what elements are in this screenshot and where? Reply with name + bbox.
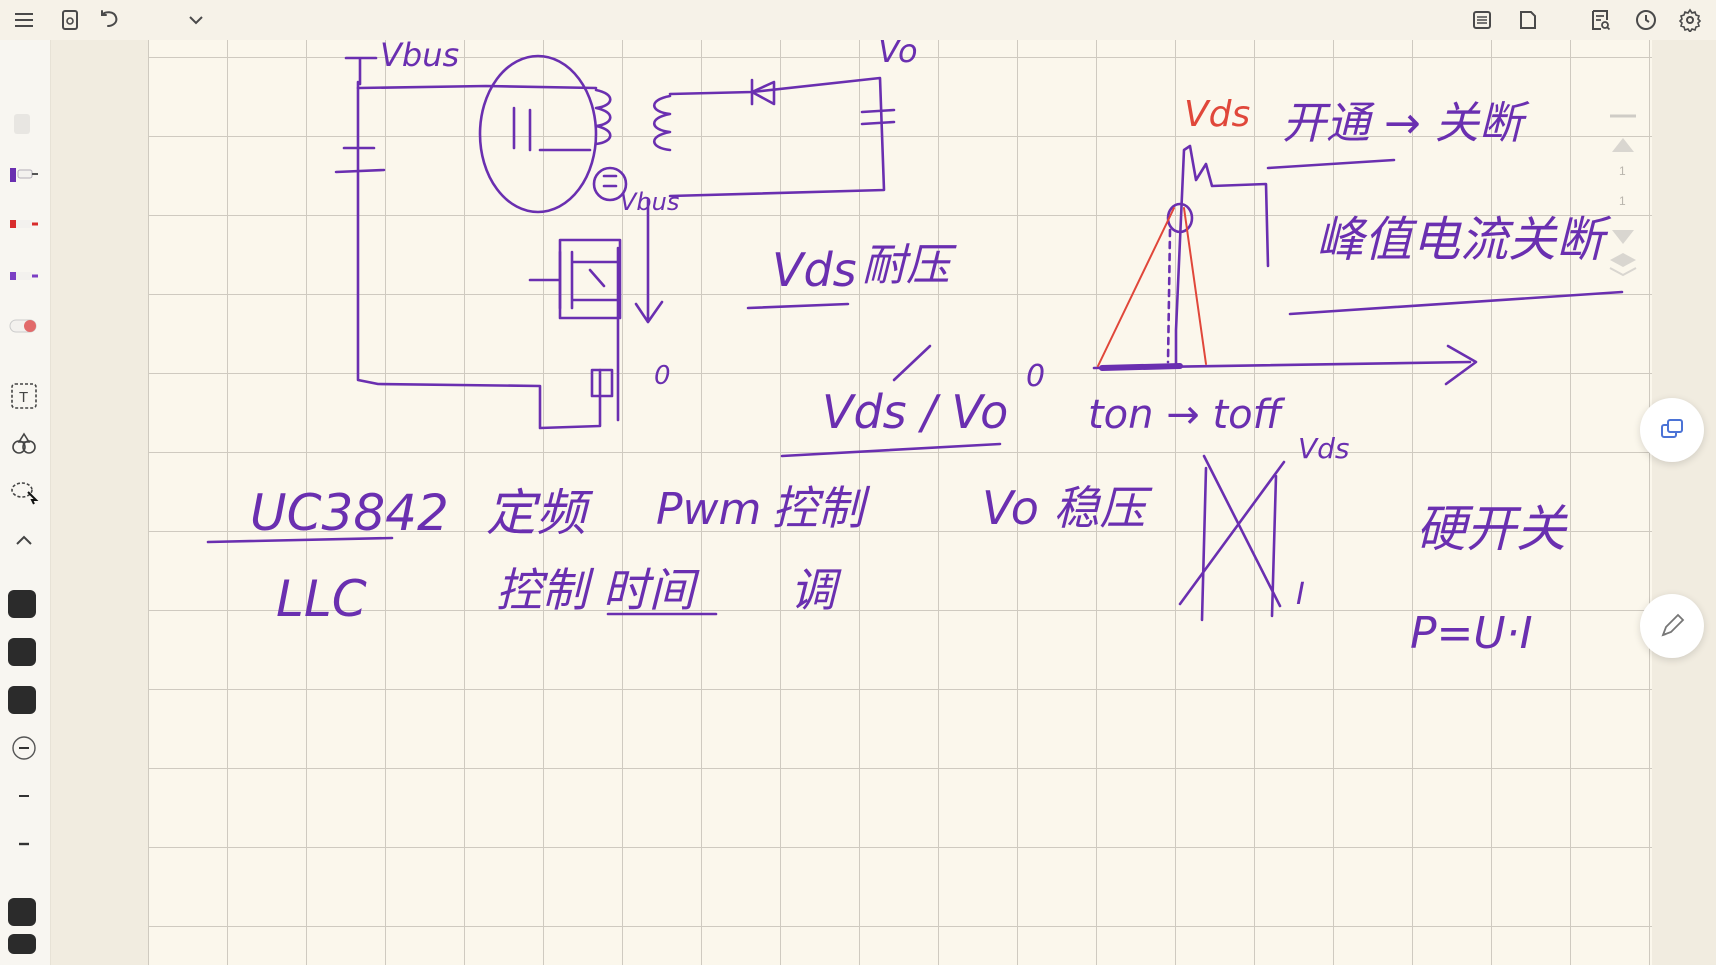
ton-bar (1099, 363, 1183, 371)
shapes-tool-icon[interactable] (6, 428, 42, 460)
page-current-number: 1 (1619, 164, 1626, 178)
waveform-vds-trace (1174, 144, 1270, 366)
transformer-secondary-coil (652, 94, 672, 152)
blank-page-icon[interactable] (1512, 4, 1544, 36)
color-swatch-3[interactable] (8, 686, 36, 714)
highlighter-tool-icon[interactable] (6, 108, 42, 140)
waveform-vds-label: Vds (1184, 94, 1250, 135)
vds-underline (746, 302, 850, 310)
page-scroll-indicator[interactable]: 1 1 (1604, 102, 1642, 292)
vds-arrow (634, 198, 664, 324)
fixed-freq-text: 定频 (486, 484, 594, 542)
peak-shutdown-underline (1288, 290, 1624, 316)
pencil-icon (1661, 613, 1685, 637)
color-swatch-2[interactable] (8, 638, 36, 666)
multi-window-button[interactable] (1640, 398, 1704, 462)
list-outline-icon[interactable] (1466, 4, 1498, 36)
mosfet-body (558, 238, 622, 320)
transformer-primary-coil (594, 88, 612, 146)
turn-on-off-text: 开通 → 关断 (1282, 98, 1530, 149)
output-diode (750, 78, 776, 106)
hamburger-menu-icon[interactable] (8, 4, 40, 36)
left-tool-rail: T (0, 40, 51, 965)
stroke-thin-icon[interactable] (6, 780, 42, 812)
text-tool-icon[interactable]: T (6, 380, 42, 412)
vo-regulation-text: Vo 稳压 (982, 481, 1154, 535)
top-toolbar (0, 0, 1716, 40)
adjust-text: 调 (790, 563, 842, 617)
current-i-label: I (1296, 577, 1305, 612)
vds-withstand-label: Vds (772, 243, 857, 297)
topology-text: LLC (276, 570, 367, 628)
circuit-top-line (356, 84, 598, 90)
grid-note-page[interactable] (148, 0, 1652, 965)
secondary-loop (668, 76, 886, 198)
output-capacitor (860, 108, 896, 126)
circuit-bus-line (356, 80, 602, 430)
peak-shutdown-text: 峰值电流关断 (1316, 212, 1612, 268)
right-page-margin (1652, 0, 1716, 965)
gear-icon[interactable] (1674, 4, 1706, 36)
color-swatch-1[interactable] (8, 590, 36, 618)
quick-pen-button[interactable] (1640, 594, 1704, 658)
vds-vo-slash (892, 344, 932, 382)
sense-winding-core (602, 174, 618, 188)
vds-falling-line (1202, 454, 1282, 608)
pen-red-icon[interactable] (6, 208, 42, 240)
power-formula-text: P=U·I (1410, 608, 1533, 659)
chip-underline (206, 536, 394, 544)
red-triangle-right (1183, 207, 1207, 365)
page-total-number: 1 (1619, 194, 1626, 208)
vbus-top-label: Vbus (380, 36, 459, 74)
lasso-select-icon[interactable] (6, 476, 42, 508)
stroke-width-circle-icon[interactable] (6, 732, 42, 764)
pen-violet-icon[interactable] (6, 260, 42, 292)
undo-arrow-icon[interactable] (94, 4, 126, 36)
sense-winding (592, 166, 628, 202)
node-zero-left: 0 (654, 361, 671, 391)
vds-vo-label: Vds / Vo (822, 385, 1008, 439)
primary-coil-circle (478, 54, 598, 214)
pwm-text: Pwm (656, 484, 761, 535)
vds-withstand-cn: 耐压 (862, 240, 957, 291)
control-text: 控制 (772, 481, 871, 535)
ton-toff-label: ton → toff (1088, 392, 1286, 438)
peak-circle (1166, 202, 1194, 234)
battery-symbol (334, 56, 386, 174)
color-swatch-4[interactable] (8, 898, 36, 926)
stroke-medium-icon[interactable] (6, 828, 42, 860)
clock-icon[interactable] (1630, 4, 1662, 36)
cross-guide-left (1200, 466, 1208, 622)
primary-winding (512, 106, 592, 152)
eraser-icon[interactable] (6, 310, 42, 342)
dashed-guide (1166, 228, 1172, 364)
chevron-down-icon[interactable] (180, 4, 212, 36)
vds-overlap-label: Vds (1298, 432, 1350, 465)
current-sense-resistor (590, 368, 614, 398)
note-search-icon[interactable] (1584, 4, 1616, 36)
turn-on-underline (1266, 158, 1396, 170)
chip-name-text: UC3842 (250, 484, 449, 542)
collapse-chevron-up-icon[interactable] (6, 524, 42, 556)
vbus-sense-label: Vbus (620, 188, 679, 216)
vds-vo-underline (780, 442, 1002, 458)
svg-text:T: T (19, 389, 28, 406)
mosfet-symbol (528, 246, 620, 422)
color-swatch-5[interactable] (8, 934, 36, 954)
pen-purple-icon[interactable] (6, 156, 42, 188)
hard-switch-text: 硬开关 (1416, 500, 1568, 558)
left-page-margin (50, 0, 148, 965)
cross-guide-right (1270, 474, 1278, 618)
i-rising-line (1178, 460, 1286, 606)
node-zero-mid: 0 (1026, 359, 1045, 394)
red-triangle-left (1097, 207, 1175, 367)
windows-icon (1661, 419, 1683, 438)
document-icon[interactable] (54, 4, 86, 36)
control-bottom-text: 控制 时间 (496, 563, 701, 617)
